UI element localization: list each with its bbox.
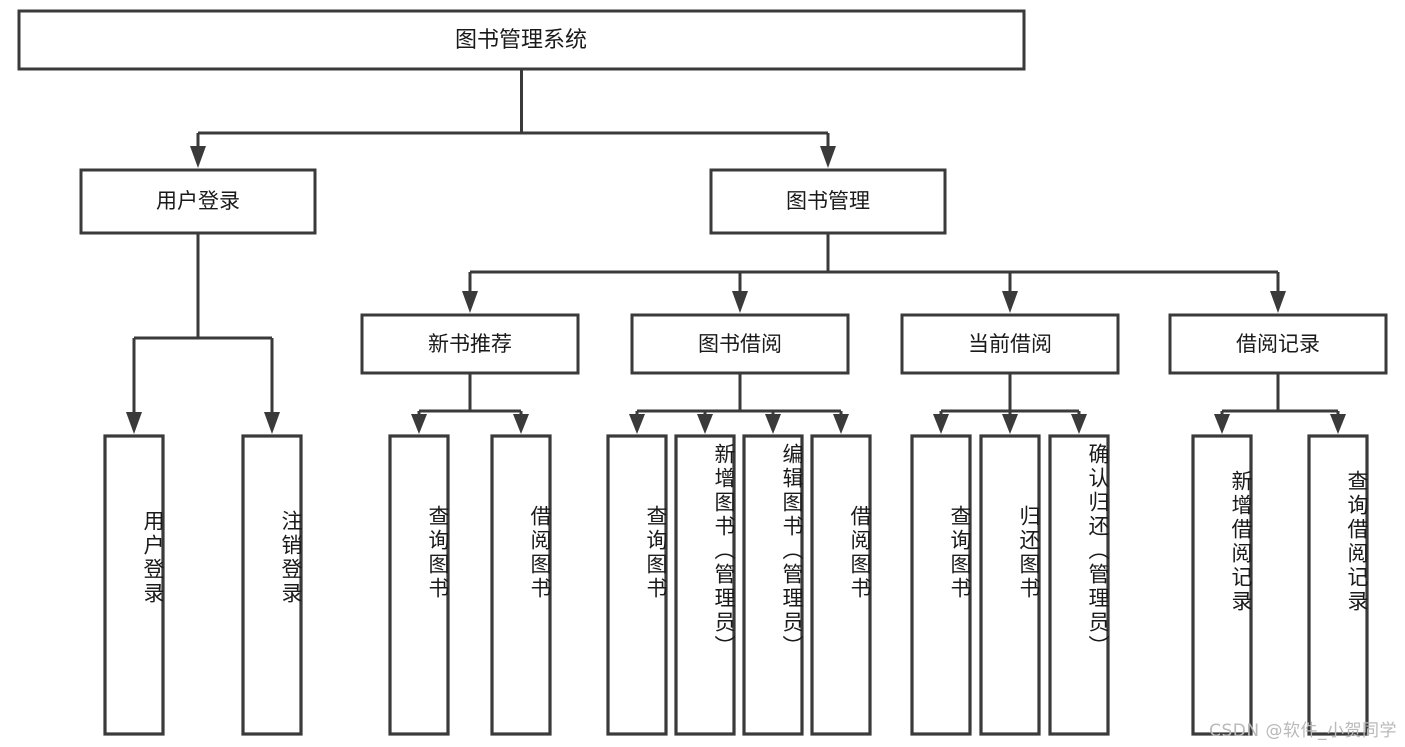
csdn-watermark: CSDN @软件_小贺同学 (1209, 721, 1397, 741)
node-book-borrow-label: 图书借阅 (698, 332, 782, 356)
node-leaf-borrow-book-1-box[interactable] (490, 434, 552, 736)
node-user-login-label: 用户登录 (156, 189, 240, 213)
node-current-borrow-box[interactable] (900, 313, 1120, 375)
arrow-head-new-book-recommend (462, 291, 478, 313)
leaf-boxes (103, 434, 1369, 736)
node-root-title-label: 图书管理系统 (455, 28, 587, 53)
connectors-book-management-to-level3 (462, 233, 1286, 313)
node-book-borrow[interactable]: 图书借阅 (630, 313, 850, 375)
arrow-head-leaf-add-book (697, 414, 713, 434)
arrow-head-leaf-logout (264, 412, 280, 434)
node-current-borrow-label: 当前借阅 (968, 332, 1052, 356)
node-new-book-recommend[interactable]: 新书推荐 (360, 313, 580, 375)
node-book-management-label: 图书管理 (786, 189, 870, 213)
node-new-book-recommend-box[interactable] (360, 313, 580, 375)
node-leaf-user-login-box[interactable] (103, 434, 165, 736)
node-leaf-edit-book-box[interactable] (742, 434, 804, 736)
node-root-title-box[interactable] (17, 9, 1026, 71)
arrow-head-leaf-query-book-1 (411, 414, 427, 434)
node-leaf-confirm-return-box[interactable] (1048, 434, 1110, 736)
node-new-book-recommend-label: 新书推荐 (428, 332, 512, 356)
connectors-current-borrow-to-leaves (933, 373, 1087, 434)
connectors-borrow-record-to-leaves (1214, 373, 1346, 434)
arrow-head-borrow-record (1270, 291, 1286, 313)
node-user-login[interactable]: 用户登录 (79, 168, 317, 235)
arrow-head-leaf-edit-book (765, 414, 781, 434)
node-root-title[interactable]: 图书管理系统 (17, 9, 1026, 71)
node-book-management[interactable]: 图书管理 (709, 168, 947, 235)
connectors-book-borrow-to-leaves (629, 373, 849, 434)
arrow-head-leaf-confirm-return (1071, 414, 1087, 434)
arrow-head-leaf-user-login (126, 412, 142, 434)
node-leaf-query-book-3-box[interactable] (910, 434, 972, 736)
connectors-user-login-to-leaves (126, 233, 280, 434)
arrow-head-user-login (190, 146, 206, 168)
node-leaf-return-book-box[interactable] (979, 434, 1041, 736)
node-current-borrow[interactable]: 当前借阅 (900, 313, 1120, 375)
arrow-head-book-borrow (732, 291, 748, 313)
arrow-head-book-management (820, 146, 836, 168)
node-book-management-box[interactable] (709, 168, 947, 235)
arrow-head-leaf-borrow-book-2 (833, 414, 849, 434)
arrow-head-leaf-add-record (1214, 414, 1230, 434)
arrow-head-current-borrow (1002, 291, 1018, 313)
node-leaf-query-book-1-box[interactable] (388, 434, 450, 736)
arrow-head-leaf-return-book (1002, 414, 1018, 434)
node-user-login-box[interactable] (79, 168, 317, 235)
arrow-head-leaf-query-book-2 (629, 414, 645, 434)
node-borrow-record[interactable]: 借阅记录 (1168, 313, 1388, 375)
arrow-head-leaf-query-book-3 (933, 414, 949, 434)
node-leaf-query-book-2-box[interactable] (606, 434, 668, 736)
connectors-root-to-level2 (190, 69, 836, 168)
node-leaf-query-record-box[interactable] (1307, 434, 1369, 736)
arrow-head-leaf-query-record (1330, 414, 1346, 434)
arrow-head-leaf-borrow-book-1 (513, 414, 529, 434)
node-leaf-add-record-box[interactable] (1191, 434, 1253, 736)
node-leaf-borrow-book-2-box[interactable] (810, 434, 872, 736)
connectors-new-book-recommend-to-leaves (411, 373, 529, 434)
node-borrow-record-label: 借阅记录 (1236, 332, 1320, 356)
node-book-borrow-box[interactable] (630, 313, 850, 375)
node-leaf-logout-box[interactable] (241, 434, 303, 736)
node-leaf-add-book-box[interactable] (674, 434, 736, 736)
node-borrow-record-box[interactable] (1168, 313, 1388, 375)
